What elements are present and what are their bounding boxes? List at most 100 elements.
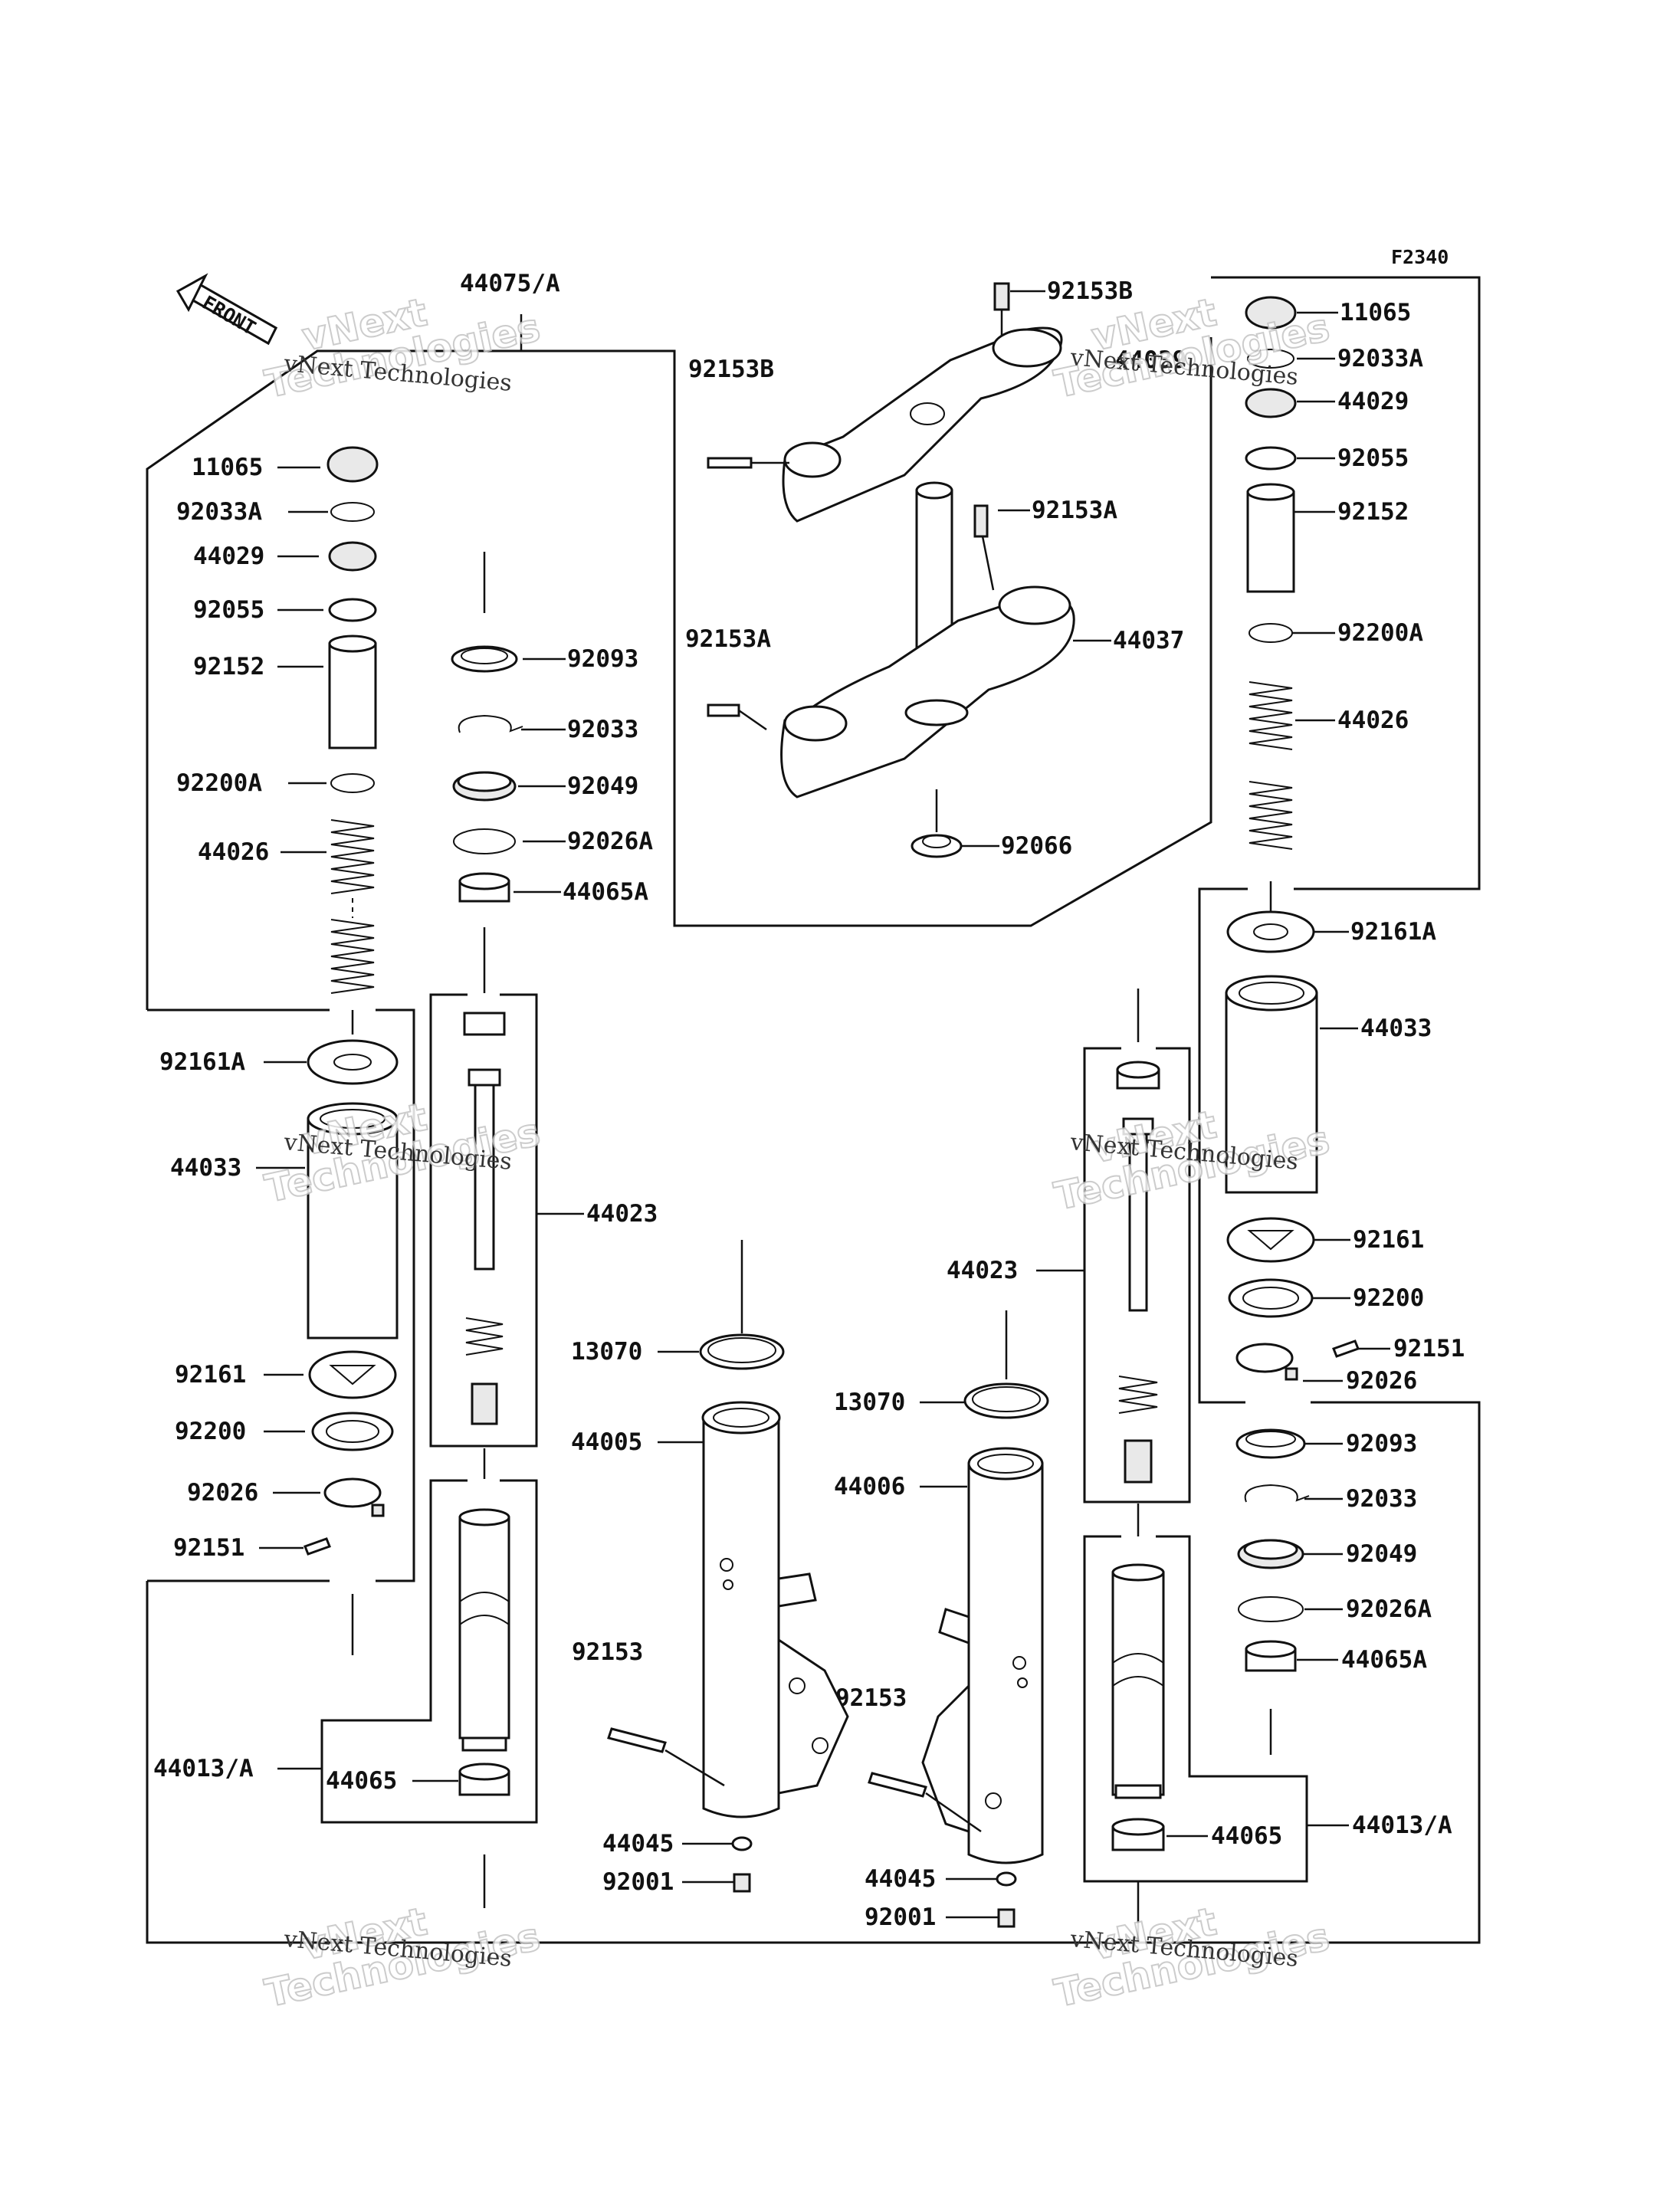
spring-44026-left bbox=[330, 819, 375, 994]
label-92161a-left: 92161A bbox=[159, 1048, 245, 1076]
damper-rod-44023-right bbox=[1128, 1133, 1148, 1312]
washer-92026a-left bbox=[453, 828, 516, 854]
label-92055-left: 92055 bbox=[193, 596, 264, 624]
label-44033-right: 44033 bbox=[1360, 1015, 1432, 1042]
label-11065-left: 11065 bbox=[192, 454, 263, 481]
ring-92033a-left bbox=[330, 502, 375, 522]
label-92152-right: 92152 bbox=[1337, 498, 1409, 526]
label-92049-right: 92049 bbox=[1346, 1540, 1417, 1568]
cap-11065-right bbox=[1245, 296, 1297, 330]
label-44029-right: 44029 bbox=[1337, 388, 1409, 415]
bolt-92001-right bbox=[997, 1908, 1016, 1928]
outer-tube-44005 bbox=[607, 1333, 849, 1893]
bolt-92153-right bbox=[868, 1772, 927, 1798]
damper-rod-44023-left bbox=[474, 1084, 495, 1271]
right-damper-parts bbox=[1111, 1061, 1165, 1851]
label-44023-right: 44023 bbox=[947, 1257, 1018, 1284]
bolt-92153a-left bbox=[707, 703, 740, 717]
label-92001-right: 92001 bbox=[865, 1904, 936, 1931]
label-44005: 44005 bbox=[571, 1428, 642, 1456]
label-44006: 44006 bbox=[834, 1473, 905, 1500]
box-44023-left bbox=[429, 993, 538, 1448]
label-92026-left: 92026 bbox=[187, 1479, 258, 1507]
label-92153b-top: 92153B bbox=[1047, 277, 1133, 305]
box-44023-right bbox=[1083, 1047, 1191, 1503]
bolt-92153b-left bbox=[707, 457, 753, 469]
lower-clamp-44037 bbox=[780, 595, 1075, 798]
screw-92151-left bbox=[304, 1537, 331, 1556]
right-fork-internals bbox=[1225, 296, 1360, 1672]
oring-92055-right bbox=[1245, 446, 1297, 471]
label-92200-left: 92200 bbox=[175, 1418, 246, 1445]
box-44013a-right bbox=[1083, 1535, 1308, 1883]
cap-11065-left bbox=[326, 446, 379, 483]
label-92153a-right: 92153A bbox=[1032, 497, 1117, 524]
washer-44045-right bbox=[996, 1871, 1017, 1887]
label-44039: 44039 bbox=[1115, 346, 1186, 374]
washer-92161a-left bbox=[307, 1039, 399, 1085]
plug-44029-left bbox=[328, 541, 377, 572]
label-92153-right: 92153 bbox=[835, 1684, 907, 1712]
label-11065-right: 11065 bbox=[1340, 299, 1411, 326]
label-44029-left: 44029 bbox=[193, 543, 264, 570]
damper-bushing-left bbox=[463, 1012, 506, 1036]
label-44026-left: 44026 bbox=[198, 838, 269, 866]
leader-lines bbox=[256, 290, 1390, 1943]
plug-44029-right bbox=[1245, 388, 1297, 418]
outer-frame bbox=[146, 1401, 1481, 1944]
box-44013a-left bbox=[320, 1479, 538, 1824]
seal-92093-left bbox=[451, 645, 518, 673]
label-92152-left: 92152 bbox=[193, 653, 264, 680]
clamp-92026-left bbox=[323, 1477, 382, 1508]
ring-92033a-right bbox=[1247, 349, 1294, 369]
damper-spring-left bbox=[465, 1317, 504, 1356]
bolt-92001-left bbox=[733, 1873, 751, 1893]
left-damper-parts bbox=[451, 645, 523, 1796]
label-92026-right: 92026 bbox=[1346, 1367, 1417, 1395]
label-44045-right: 44045 bbox=[865, 1865, 936, 1893]
label-44065-right: 44065 bbox=[1211, 1822, 1282, 1850]
label-92093-left: 92093 bbox=[567, 645, 638, 673]
left-fork-internals bbox=[304, 446, 399, 1556]
label-92033a-left: 92033A bbox=[176, 498, 262, 526]
left-upper-box-bottom-r bbox=[376, 1008, 415, 1582]
label-92055-right: 92055 bbox=[1337, 444, 1409, 472]
label-92049-left: 92049 bbox=[567, 772, 638, 800]
label-44023-left: 44023 bbox=[586, 1200, 658, 1228]
label-44013a-right: 44013/A bbox=[1352, 1812, 1452, 1839]
seal-92093-right bbox=[1235, 1428, 1306, 1459]
label-44045-left: 44045 bbox=[602, 1830, 674, 1858]
label-92153b-left: 92153B bbox=[688, 356, 774, 383]
washer-92200a-left bbox=[330, 773, 375, 793]
ring-13070-left bbox=[699, 1333, 785, 1370]
bolt-92153b-top bbox=[993, 282, 1010, 311]
inner-tube-44013a-left bbox=[458, 1516, 510, 1740]
label-92200a-left: 92200A bbox=[176, 769, 262, 797]
label-44037: 44037 bbox=[1113, 627, 1184, 654]
clip-92033-left bbox=[458, 714, 523, 733]
oring-92055-left bbox=[328, 598, 377, 622]
label-44013a-left: 44013/A bbox=[153, 1755, 254, 1782]
label-92151-left: 92151 bbox=[173, 1534, 244, 1562]
label-13070-right: 13070 bbox=[834, 1389, 905, 1416]
left-upper-box bbox=[146, 337, 1212, 1010]
label-92161-right: 92161 bbox=[1353, 1226, 1424, 1254]
tube-44033-left bbox=[307, 1117, 399, 1340]
inner-tube-44013a-right bbox=[1111, 1571, 1165, 1796]
figure-code: F2340 bbox=[1391, 246, 1449, 268]
right-upper-box-2 bbox=[1198, 887, 1248, 1404]
label-92153a-left: 92153A bbox=[685, 625, 771, 653]
screw-92151-right bbox=[1332, 1340, 1360, 1358]
label-44026-right: 44026 bbox=[1337, 707, 1409, 734]
label-44065a-left: 44065A bbox=[563, 878, 648, 906]
label-92026a-right: 92026A bbox=[1346, 1595, 1432, 1623]
washer-44045-left bbox=[731, 1836, 753, 1851]
clip-92033-right bbox=[1244, 1484, 1310, 1503]
label-44065a-right: 44065A bbox=[1341, 1646, 1427, 1674]
label-44075a: 44075/A bbox=[460, 270, 560, 297]
nut-92066 bbox=[911, 834, 963, 858]
washer-92026a-right bbox=[1238, 1596, 1304, 1622]
front-arrow-label: FRONT bbox=[199, 291, 260, 339]
